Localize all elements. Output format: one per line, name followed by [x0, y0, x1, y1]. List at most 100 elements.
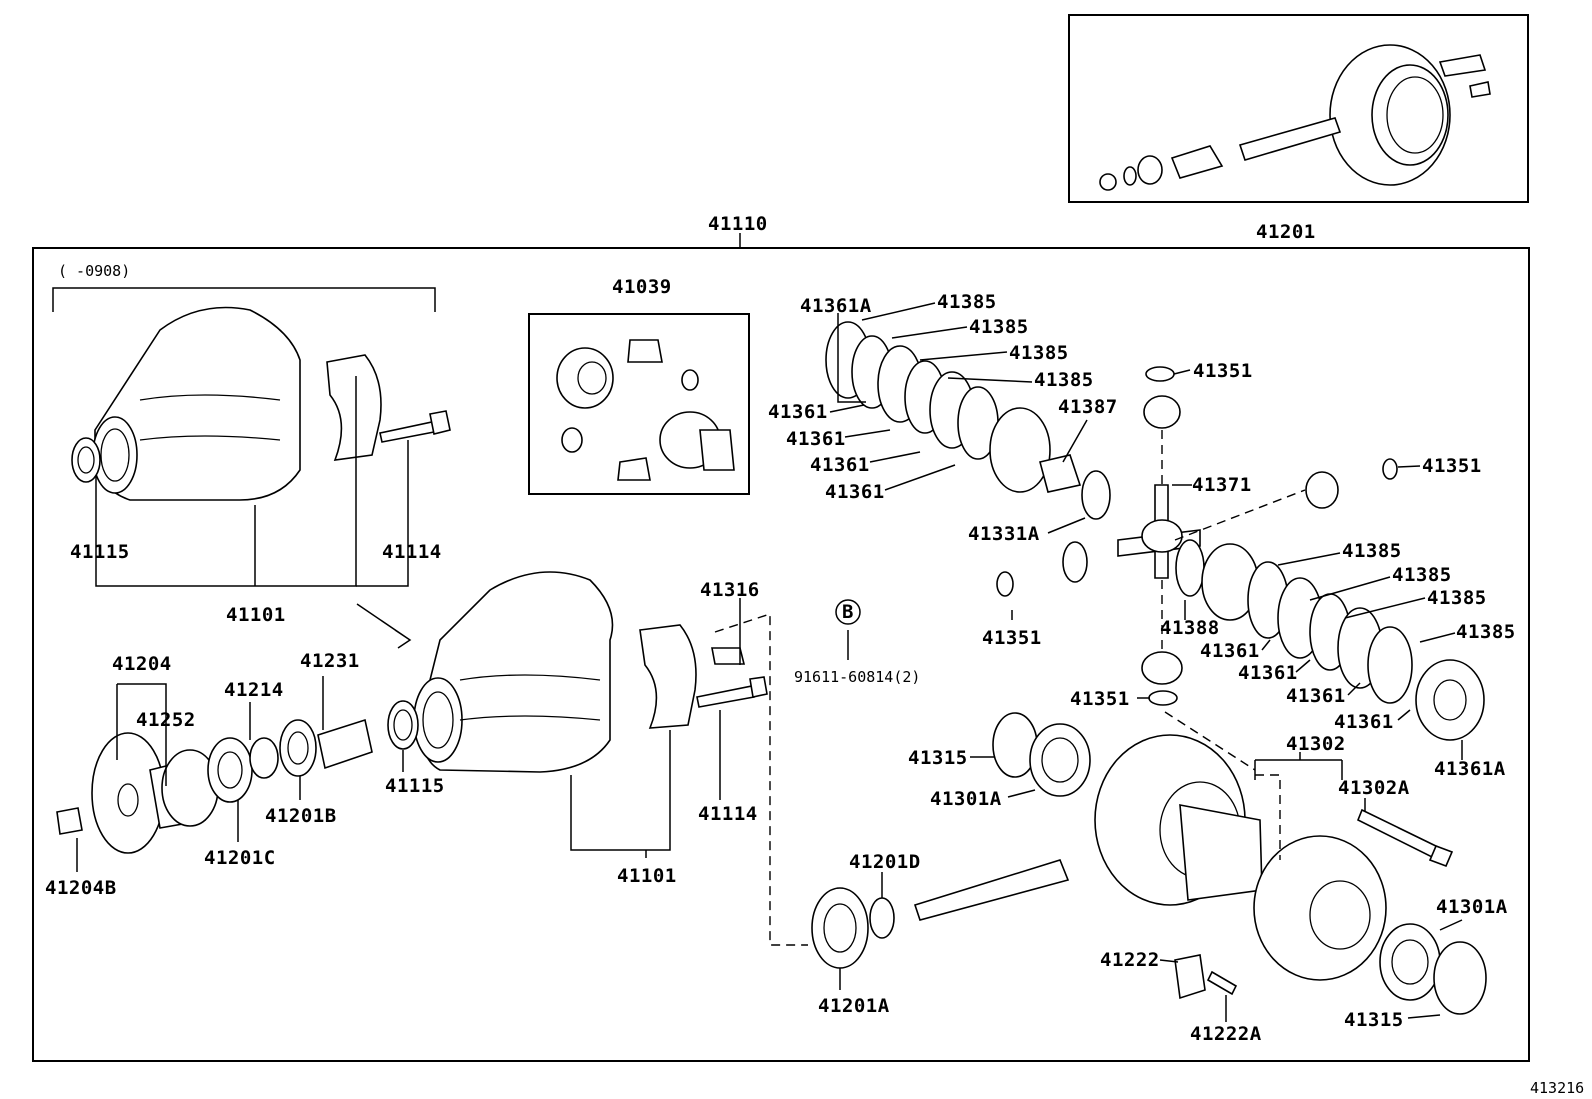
label-41385-4[interactable]: 41385	[1034, 369, 1094, 391]
label-41201D[interactable]: 41201D	[849, 851, 921, 873]
main-assembly-frame	[32, 247, 1530, 1062]
pinion-gear-right[interactable]	[1305, 471, 1339, 509]
label-41387[interactable]: 41387	[1058, 396, 1118, 418]
label-41361-6[interactable]: 41361	[1238, 662, 1298, 684]
label-41114-old[interactable]: 41114	[382, 541, 442, 563]
label-41361-1[interactable]: 41361	[768, 401, 828, 423]
label-41351-right[interactable]: 41351	[1422, 455, 1482, 477]
differential-carrier-old[interactable]	[92, 306, 301, 501]
label-41201A[interactable]: 41201A	[818, 995, 890, 1017]
label-41361A-upper[interactable]: 41361A	[800, 295, 872, 317]
label-41315-lower[interactable]: 41315	[1344, 1009, 1404, 1031]
label-41302[interactable]: 41302	[1286, 733, 1346, 755]
assembly-dash-lines-carrier	[714, 613, 1281, 946]
label-41385-1[interactable]: 41385	[937, 291, 997, 313]
bearing-41201A[interactable]	[811, 887, 869, 969]
label-41361-3[interactable]: 41361	[810, 454, 870, 476]
bearing-cap-new[interactable]	[639, 624, 697, 729]
label-41361-8[interactable]: 41361	[1334, 711, 1394, 733]
label-41115-old[interactable]: 41115	[70, 541, 130, 563]
label-41316[interactable]: 41316	[700, 579, 760, 601]
label-41371[interactable]: 41371	[1192, 474, 1252, 496]
label-41385-2[interactable]: 41385	[969, 316, 1029, 338]
label-91611-60814[interactable]: 91611-60814(2)	[794, 668, 920, 686]
label-41101-new[interactable]: 41101	[617, 865, 677, 887]
label-41361-7[interactable]: 41361	[1286, 685, 1346, 707]
label-41201C[interactable]: 41201C	[204, 847, 276, 869]
clip-41316[interactable]	[711, 647, 746, 665]
spacer-41201D[interactable]	[869, 897, 895, 939]
thrust-washer-41351-top[interactable]	[1145, 366, 1175, 382]
label-41351-top[interactable]: 41351	[1193, 360, 1253, 382]
label-41385-5[interactable]: 41385	[1342, 540, 1402, 562]
label-41388[interactable]: 41388	[1160, 617, 1220, 639]
label-41385-8[interactable]: 41385	[1456, 621, 1516, 643]
label-41301A-upper[interactable]: 41301A	[930, 788, 1002, 810]
clutch-pack-upper[interactable]	[825, 321, 1111, 520]
label-41222A[interactable]: 41222A	[1190, 1023, 1262, 1045]
ring-pinion-inset-frame	[1068, 14, 1529, 203]
lock-plate-41222[interactable]	[1174, 954, 1206, 1000]
label-41361-4[interactable]: 41361	[825, 481, 885, 503]
bearing-41201B[interactable]	[279, 719, 317, 777]
label-41315-upper[interactable]: 41315	[908, 747, 968, 769]
bolt-41114-new[interactable]	[696, 676, 768, 708]
label-41301A-lower[interactable]: 41301A	[1436, 896, 1508, 918]
nut-41204B[interactable]	[56, 807, 83, 835]
label-41101-old[interactable]: 41101	[226, 604, 286, 626]
arrow-old-to-new	[356, 603, 412, 649]
label-41204[interactable]: 41204	[112, 653, 172, 675]
label-41201[interactable]: 41201	[1256, 221, 1316, 243]
label-41385-3[interactable]: 41385	[1009, 342, 1069, 364]
label-41385-6[interactable]: 41385	[1392, 564, 1452, 586]
label-41214[interactable]: 41214	[224, 679, 284, 701]
label-41252[interactable]: 41252	[136, 709, 196, 731]
thrust-washer-41351-bottom[interactable]	[1148, 690, 1178, 706]
oil-seal-41115-new[interactable]	[387, 700, 419, 750]
pinion-gear-left[interactable]	[1062, 541, 1088, 583]
label-41204B[interactable]: 41204B	[45, 877, 117, 899]
bearing-41201C[interactable]	[207, 737, 253, 803]
label-41385-7[interactable]: 41385	[1427, 587, 1487, 609]
label-41361A-lower[interactable]: 41361A	[1434, 758, 1506, 780]
label-41351-bottom[interactable]: 41351	[1070, 688, 1130, 710]
label-41361-5[interactable]: 41361	[1200, 640, 1260, 662]
gear-kit[interactable]	[556, 339, 735, 481]
label-41331A[interactable]: 41331A	[968, 523, 1040, 545]
thrust-washer-41351-left[interactable]	[996, 571, 1014, 597]
callout-b-circle	[835, 599, 861, 625]
ring-gear-pinion-assembly[interactable]	[913, 734, 1263, 921]
label-41115-new[interactable]: 41115	[385, 775, 445, 797]
pinion-gear-top[interactable]	[1143, 395, 1181, 429]
bearing-41301A-upper[interactable]	[1029, 723, 1091, 797]
label-41039[interactable]: 41039	[612, 276, 672, 298]
label-41231[interactable]: 41231	[300, 650, 360, 672]
label-41201B[interactable]: 41201B	[265, 805, 337, 827]
label-41351-left[interactable]: 41351	[982, 627, 1042, 649]
pinion-gear-bottom[interactable]	[1141, 651, 1183, 685]
thrust-washer-41351-right[interactable]	[1382, 458, 1398, 480]
label-41114-new[interactable]: 41114	[698, 803, 758, 825]
gear-kit-frame	[528, 313, 750, 495]
clutch-pack-lower[interactable]	[1175, 539, 1485, 741]
spacer-41231[interactable]	[317, 718, 373, 770]
bolt-41222A[interactable]	[1206, 970, 1238, 996]
bearing-41315-lower[interactable]	[1433, 941, 1487, 1015]
ring-gear-pinion-set[interactable]	[1099, 44, 1491, 191]
label-41222[interactable]: 41222	[1100, 949, 1160, 971]
bearing-41301A-lower[interactable]	[1379, 923, 1441, 1001]
label-41110[interactable]: 41110	[708, 213, 768, 235]
bolt-41114-old[interactable]	[379, 410, 451, 443]
bolt-41302A[interactable]	[1356, 808, 1454, 868]
label-41302A[interactable]: 41302A	[1338, 777, 1410, 799]
label-41361-2[interactable]: 41361	[786, 428, 846, 450]
oil-seal-41115-old[interactable]	[71, 437, 101, 483]
part-labels: 41110 41201 ( -0908) 41039 41115 41114 4…	[45, 213, 1584, 1097]
diff-case-41302[interactable]	[1253, 835, 1387, 981]
differential-carrier-new[interactable]	[413, 571, 614, 773]
bearing-cap-old[interactable]	[326, 354, 382, 461]
pinion-shaft-41371[interactable]	[1117, 484, 1201, 579]
spacer-41214[interactable]	[249, 737, 279, 779]
date-range-bracket	[52, 287, 436, 312]
